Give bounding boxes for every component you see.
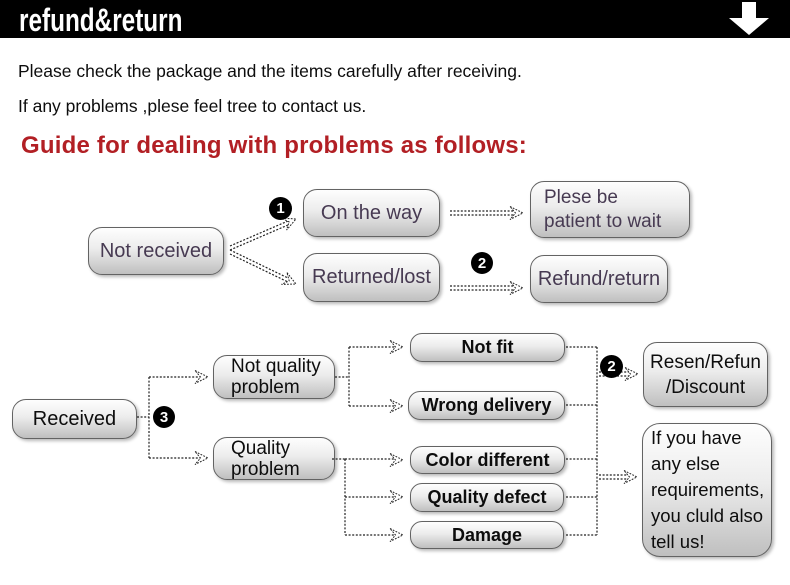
- damage-box: Damage: [410, 521, 564, 549]
- note-line-2: any else: [651, 453, 720, 474]
- refund-return-label: Refund/return: [537, 267, 661, 290]
- quality-line-1: Quality: [231, 437, 291, 459]
- damage-label: Damage: [451, 524, 523, 545]
- wrong-delivery-label: Wrong delivery: [421, 395, 552, 415]
- returned-lost-label: Returned/lost: [312, 266, 431, 288]
- down-arrow-head: [729, 18, 769, 35]
- resend-refund-discount-box: Resen/Refun /Discount: [643, 342, 768, 407]
- not-fit-box: Not fit: [410, 333, 565, 362]
- color-different-box: Color different: [410, 446, 565, 474]
- quality-defect-box: Quality defect: [410, 483, 564, 512]
- guide-heading: Guide for dealing with problems as follo…: [21, 132, 527, 159]
- down-arrow-shaft: [742, 2, 756, 19]
- step-marker-2b: 2: [600, 355, 623, 378]
- resen-line-1: Resen/Refun: [650, 351, 761, 373]
- on-the-way-label: On the way: [320, 201, 423, 224]
- other-requirements-note-box: If you have any else requirements, you c…: [642, 423, 772, 557]
- intro-line-2: If any problems ,plese feel tree to cont…: [18, 96, 367, 116]
- not-received-label: Not received: [99, 239, 213, 262]
- step-marker-3: 3: [153, 406, 175, 428]
- intro-line-1: Please check the package and the items c…: [18, 61, 522, 81]
- resen-line-2: /Discount: [665, 376, 746, 398]
- quality-defect-label: Quality defect: [427, 487, 547, 507]
- page-title: refund&return: [19, 2, 183, 38]
- patient-to-wait-box: Plese be patient to wait: [530, 181, 690, 238]
- not-quality-line-1: Not quality: [231, 356, 321, 377]
- quality-problem-box: Quality problem: [213, 437, 335, 480]
- returned-lost-box: Returned/lost: [303, 253, 440, 302]
- received-box: Received: [12, 399, 137, 439]
- color-different-label: Color different: [425, 449, 550, 470]
- received-label: Received: [32, 407, 117, 430]
- not-quality-line-2: problem: [231, 377, 300, 398]
- wrong-delivery-box: Wrong delivery: [408, 391, 565, 420]
- patient-line-1: Plese be: [544, 186, 618, 208]
- note-line-5: tell us!: [651, 531, 705, 552]
- header-bar: refund&return: [0, 0, 790, 38]
- on-the-way-box: On the way: [303, 189, 440, 237]
- patient-line-2: patient to wait: [544, 210, 662, 232]
- refund-return-box: Refund/return: [530, 255, 668, 303]
- not-quality-problem-box: Not quality problem: [213, 355, 335, 399]
- quality-line-2: problem: [231, 458, 300, 480]
- note-line-4: you cluld also: [651, 505, 764, 526]
- not-received-box: Not received: [88, 227, 224, 275]
- not-fit-label: Not fit: [461, 337, 514, 357]
- step-marker-1: 1: [269, 197, 292, 220]
- note-line-1: If you have: [651, 427, 742, 448]
- step-marker-2: 2: [471, 252, 493, 274]
- note-line-3: requirements,: [651, 479, 765, 500]
